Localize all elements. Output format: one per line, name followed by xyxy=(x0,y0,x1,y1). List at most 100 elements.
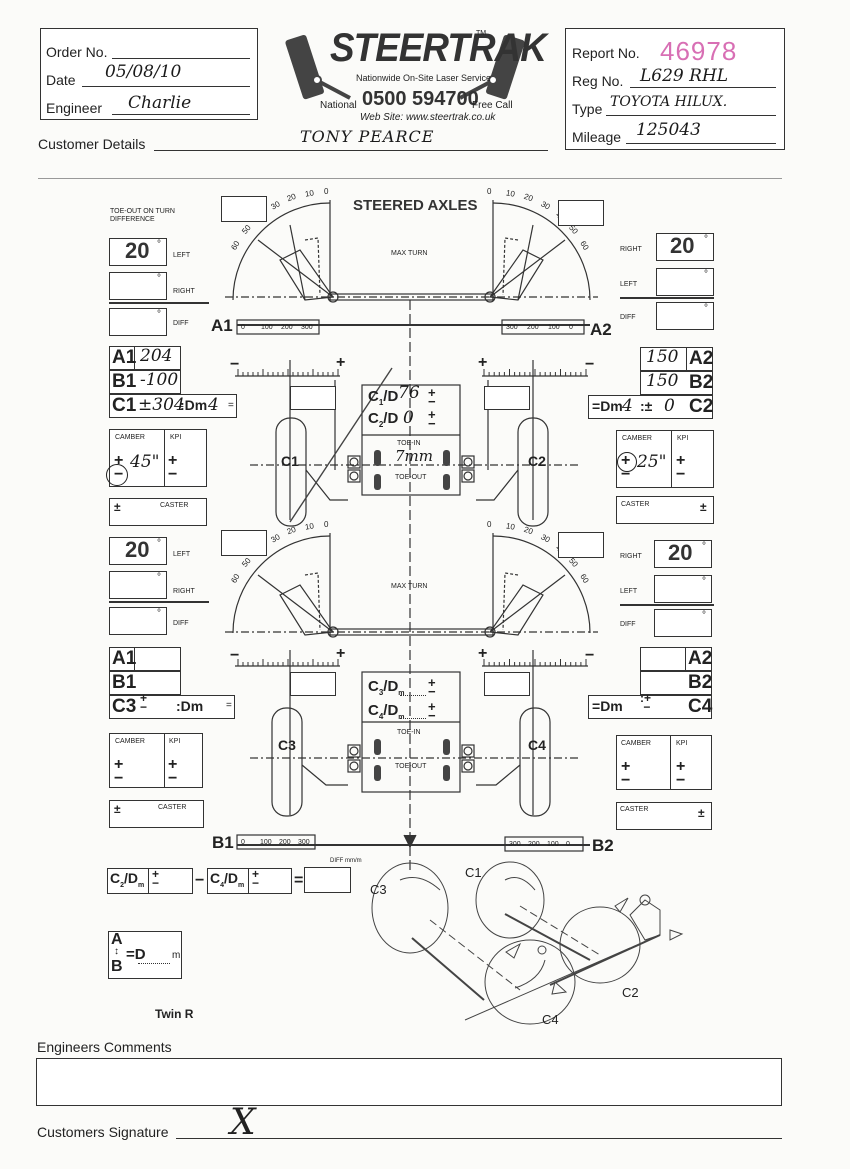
camber-reading-box-right[interactable] xyxy=(484,386,530,410)
diagram-c4-label: C4 xyxy=(542,1012,559,1027)
caster-box[interactable] xyxy=(109,498,207,526)
type-field[interactable] xyxy=(606,115,776,116)
caster-box[interactable] xyxy=(109,800,204,828)
camber-label: CAMBER xyxy=(621,740,651,747)
caster-box[interactable] xyxy=(616,802,712,830)
c2-dm-value[interactable]: 4 xyxy=(622,396,633,416)
customer-details-field[interactable] xyxy=(154,150,548,151)
arrow-updown-icon: ↕ xyxy=(114,946,119,957)
camber-reading-box-left[interactable] xyxy=(290,386,336,410)
camber-box[interactable] xyxy=(616,735,671,790)
camber-value[interactable]: 45" xyxy=(130,452,160,472)
distance-field[interactable] xyxy=(138,963,170,964)
b2-value[interactable]: 150 xyxy=(646,371,679,391)
mileage-field[interactable] xyxy=(626,143,776,144)
a2-value[interactable]: 150 xyxy=(646,347,679,367)
plus-minus-icon: ± xyxy=(700,500,707,514)
date-field[interactable] xyxy=(82,86,250,87)
scale-tick-label: 100 xyxy=(547,841,559,848)
kpi-box[interactable] xyxy=(670,735,712,790)
max-turn-left-box[interactable] xyxy=(221,196,267,222)
turn-right-box[interactable] xyxy=(109,571,167,599)
reg-field[interactable] xyxy=(630,87,776,88)
turn-left-value: 20 xyxy=(125,238,150,263)
report-info-box xyxy=(565,28,785,150)
c2-value[interactable]: 0 xyxy=(664,396,675,416)
plus-icon: + xyxy=(168,756,178,773)
degree-tick-label: 0 xyxy=(487,520,492,529)
divider xyxy=(248,868,249,894)
plus-minus-icon: +− xyxy=(152,867,160,890)
b1-scale-label: B1 xyxy=(212,833,234,852)
turn-diff-box[interactable] xyxy=(109,607,167,635)
turn-left-label: LEFT xyxy=(620,588,638,595)
plus-icon: + xyxy=(478,354,488,371)
scale-tick-label: 200 xyxy=(528,841,540,848)
max-turn-right-box[interactable] xyxy=(558,200,604,226)
c2-dm-label: =Dm xyxy=(592,398,623,414)
c4-row[interactable] xyxy=(588,695,712,719)
c1-dm-value[interactable]: 4 xyxy=(208,395,219,415)
diff-mm-label: DIFF mm/m xyxy=(330,858,362,864)
a2-row[interactable] xyxy=(640,647,712,671)
b1-value[interactable]: -100 xyxy=(140,370,179,390)
a1-value[interactable]: 204 xyxy=(140,346,173,366)
kpi-box[interactable] xyxy=(164,429,207,487)
engineers-comments-label: Engineers Comments xyxy=(37,1039,172,1055)
toe-in-value[interactable]: 7mm xyxy=(395,447,433,465)
c1-dm-reading-value[interactable]: 76 xyxy=(398,383,420,403)
camber-label: CAMBER xyxy=(115,434,145,441)
kpi-box[interactable] xyxy=(671,430,714,488)
plus-minus-icon: +− xyxy=(252,867,260,890)
c3-row[interactable] xyxy=(109,695,235,719)
customers-signature-field[interactable] xyxy=(176,1138,782,1139)
b2-scale-label: B2 xyxy=(592,836,614,855)
turn-diff-box[interactable] xyxy=(109,308,167,336)
max-turn-right-box[interactable] xyxy=(558,532,604,558)
turn-diff-box[interactable] xyxy=(654,609,712,637)
engineers-comments-field[interactable] xyxy=(36,1058,782,1106)
turn-left-box[interactable] xyxy=(109,238,167,266)
a-b-distance-box[interactable] xyxy=(108,931,182,979)
b1-row[interactable] xyxy=(109,671,181,695)
camber-box[interactable] xyxy=(109,733,165,788)
c2-dm-formula-box[interactable] xyxy=(107,868,193,894)
engineer-field[interactable] xyxy=(112,114,250,115)
scale-tick-label: 0 xyxy=(241,839,245,846)
a2-scale-label: A2 xyxy=(590,320,612,339)
camber-value[interactable]: 25" xyxy=(637,452,667,472)
turn-diff-box[interactable] xyxy=(656,302,714,330)
camber-reading-box-right[interactable] xyxy=(484,672,530,696)
turn-right-box[interactable] xyxy=(654,540,712,568)
c4-dm-formula-box[interactable] xyxy=(207,868,292,894)
max-turn-left-box[interactable] xyxy=(221,530,267,556)
a1-label: A1 xyxy=(112,347,137,368)
c3-dm-field[interactable] xyxy=(400,695,426,696)
date-value: 05/08/10 xyxy=(105,62,182,82)
turn-right-box[interactable] xyxy=(656,233,714,261)
order-field[interactable] xyxy=(112,58,250,59)
turn-diff-label: DIFF xyxy=(620,621,636,628)
turn-right-box[interactable] xyxy=(109,272,167,300)
brand-website[interactable]: Web Site: www.steertrak.co.uk xyxy=(360,112,496,123)
caster-box[interactable] xyxy=(616,496,714,524)
scale-tick-label: 100 xyxy=(260,839,272,846)
minus-icon: − xyxy=(676,772,686,789)
degree-icon: ° xyxy=(157,608,161,619)
camber-reading-box-left[interactable] xyxy=(290,672,336,696)
c2-dm-reading-value[interactable]: 0 xyxy=(403,408,414,428)
turn-left-box[interactable] xyxy=(656,268,714,296)
turn-left-box[interactable] xyxy=(109,537,167,565)
degree-icon: ° xyxy=(157,273,161,284)
kpi-box[interactable] xyxy=(164,733,203,788)
c4-dm-field[interactable] xyxy=(400,718,426,719)
c1-value[interactable]: ±304 xyxy=(138,395,185,415)
a1-row[interactable] xyxy=(109,647,181,671)
b2-row[interactable] xyxy=(640,671,712,695)
diff-result-box[interactable] xyxy=(304,867,351,893)
turn-left-box[interactable] xyxy=(654,575,712,603)
toe-out-label: TOE-OUT xyxy=(395,474,427,481)
type-value: TOYOTA HILUX. xyxy=(610,94,728,110)
